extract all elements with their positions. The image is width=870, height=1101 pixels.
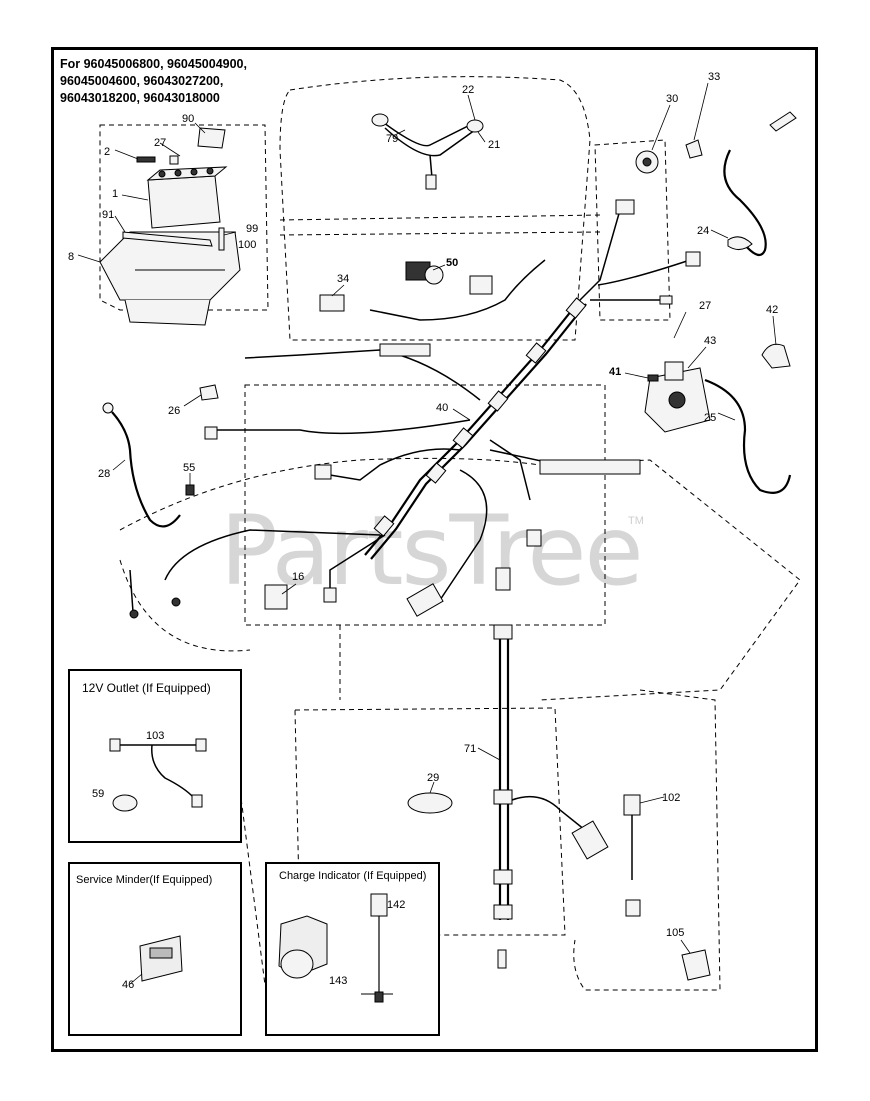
key (685, 139, 703, 159)
callout-102: 102 (662, 792, 680, 804)
callout-142: 142 (387, 899, 405, 911)
callout-16: 16 (292, 571, 304, 583)
callout-41: 41 (609, 366, 621, 378)
callout-90: 90 (182, 113, 194, 125)
ignition-switch (635, 150, 659, 174)
callout-22: 22 (462, 84, 474, 96)
model-line-3: 96043018200, 96043018000 (60, 91, 220, 105)
callout-46: 46 (122, 979, 134, 991)
callout-25: 25 (704, 412, 716, 424)
callout-79: 79 (386, 133, 398, 145)
switch-105 (681, 949, 711, 981)
callout-40: 40 (436, 402, 448, 414)
callout-100: 100 (238, 239, 256, 251)
outlet-parts: 103 59 (92, 730, 207, 812)
callout-21: 21 (488, 139, 500, 151)
callout-1: 1 (112, 188, 118, 200)
battery-tray (99, 231, 241, 326)
module-50 (405, 261, 444, 285)
callout-43: 43 (704, 335, 716, 347)
inset-charge-indicator: Charge Indicator (If Equipped) 142 143 (265, 862, 440, 1036)
callout-27b: 27 (699, 300, 711, 312)
callout-26: 26 (168, 405, 180, 417)
callout-27a: 27 (154, 137, 166, 149)
ground-cable-28 (102, 402, 181, 528)
cable-25 (704, 378, 792, 494)
fuse-holder-71 (493, 567, 609, 969)
callout-59: 59 (92, 788, 104, 800)
hold-down-strap (122, 227, 225, 251)
callout-2: 2 (104, 146, 110, 158)
watermark-trademark: TM (628, 515, 644, 527)
callout-91: 91 (102, 209, 114, 221)
model-line-1: For 96045006800, 96045004900, (60, 57, 247, 71)
callout-71: 71 (464, 743, 476, 755)
callout-55: 55 (183, 462, 195, 474)
service-minder-parts: 46 (122, 935, 183, 991)
callout-24: 24 (697, 225, 709, 237)
terminal-boot-42 (761, 343, 791, 369)
callout-30: 30 (666, 93, 678, 105)
main-harness (129, 199, 701, 619)
inset-service-minder-title: Service Minder(If Equipped) (76, 874, 213, 886)
battery (146, 166, 228, 229)
charge-indicator-parts: 142 143 (278, 893, 405, 1003)
callout-99: 99 (246, 223, 258, 235)
callout-143: 143 (329, 975, 347, 987)
relay-26 (199, 384, 219, 401)
inset-service-minder: Service Minder(If Equipped) 46 (68, 862, 242, 1036)
battery-bolt (136, 127, 226, 165)
callout-29: 29 (427, 772, 439, 784)
model-line-2: 96045004600, 96043027200, (60, 74, 224, 88)
leader-lines (77, 82, 777, 980)
callout-33: 33 (708, 71, 720, 83)
starter-solenoid (644, 361, 711, 433)
headlight-harness (371, 113, 484, 190)
hardware-41 (647, 374, 659, 382)
connector-16 (264, 584, 288, 610)
callout-8: 8 (68, 251, 74, 263)
battery-cable-24 (723, 111, 797, 257)
inset-charge-indicator-title: Charge Indicator (If Equipped) (279, 870, 427, 882)
tape-29 (407, 792, 453, 814)
plug-34 (319, 294, 345, 312)
inset-12v-outlet: 12V Outlet (If Equipped) 103 59 (68, 669, 242, 843)
callout-28: 28 (98, 468, 110, 480)
callout-labels: 2 27 90 1 91 8 99 100 22 79 21 30 33 24 … (68, 71, 778, 939)
callout-103: 103 (146, 730, 164, 742)
callout-105: 105 (666, 927, 684, 939)
diode-102 (623, 794, 641, 917)
callout-42: 42 (766, 304, 778, 316)
callout-34: 34 (337, 273, 349, 285)
callout-50: 50 (446, 257, 458, 269)
screw-55 (185, 484, 195, 496)
inset-12v-outlet-title: 12V Outlet (If Equipped) (82, 681, 211, 695)
